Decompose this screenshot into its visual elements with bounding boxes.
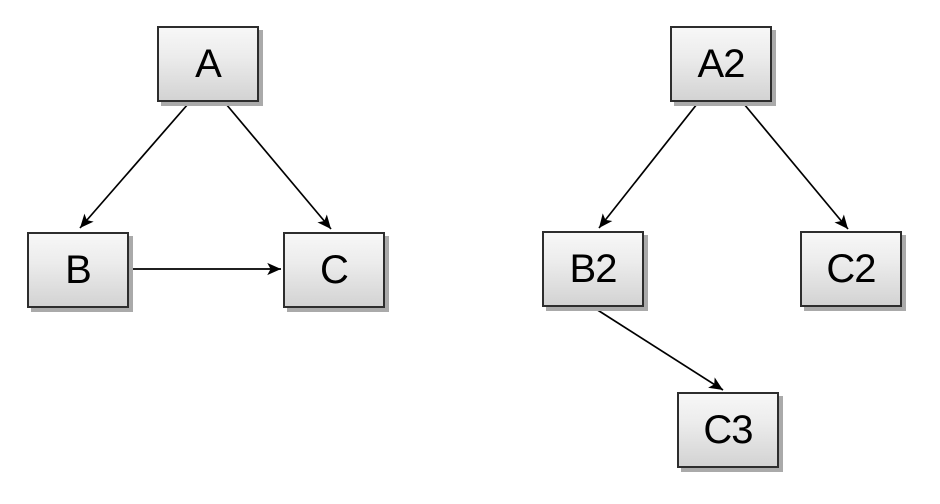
- edge-A-C[interactable]: [225, 103, 332, 230]
- node-B[interactable]: B: [27, 232, 129, 308]
- node-A[interactable]: A: [157, 26, 259, 102]
- edge-A2-B2[interactable]: [598, 103, 698, 229]
- node-B2-label: B2: [569, 247, 618, 291]
- edge-A-B[interactable]: [79, 103, 189, 229]
- node-C3[interactable]: C3: [677, 392, 779, 468]
- edge-A2-C2[interactable]: [743, 103, 849, 230]
- node-B-label: B: [65, 248, 92, 292]
- node-C3-label: C3: [703, 408, 753, 452]
- edge-B2-C3[interactable]: [595, 308, 724, 391]
- node-C2[interactable]: C2: [800, 231, 902, 307]
- node-C[interactable]: C: [283, 232, 385, 308]
- node-B2[interactable]: B2: [542, 231, 644, 307]
- node-C-label: C: [320, 248, 349, 292]
- node-A-label: A: [195, 42, 222, 86]
- node-A2[interactable]: A2: [670, 26, 772, 102]
- node-C2-label: C2: [826, 247, 876, 291]
- node-A2-label: A2: [697, 42, 746, 86]
